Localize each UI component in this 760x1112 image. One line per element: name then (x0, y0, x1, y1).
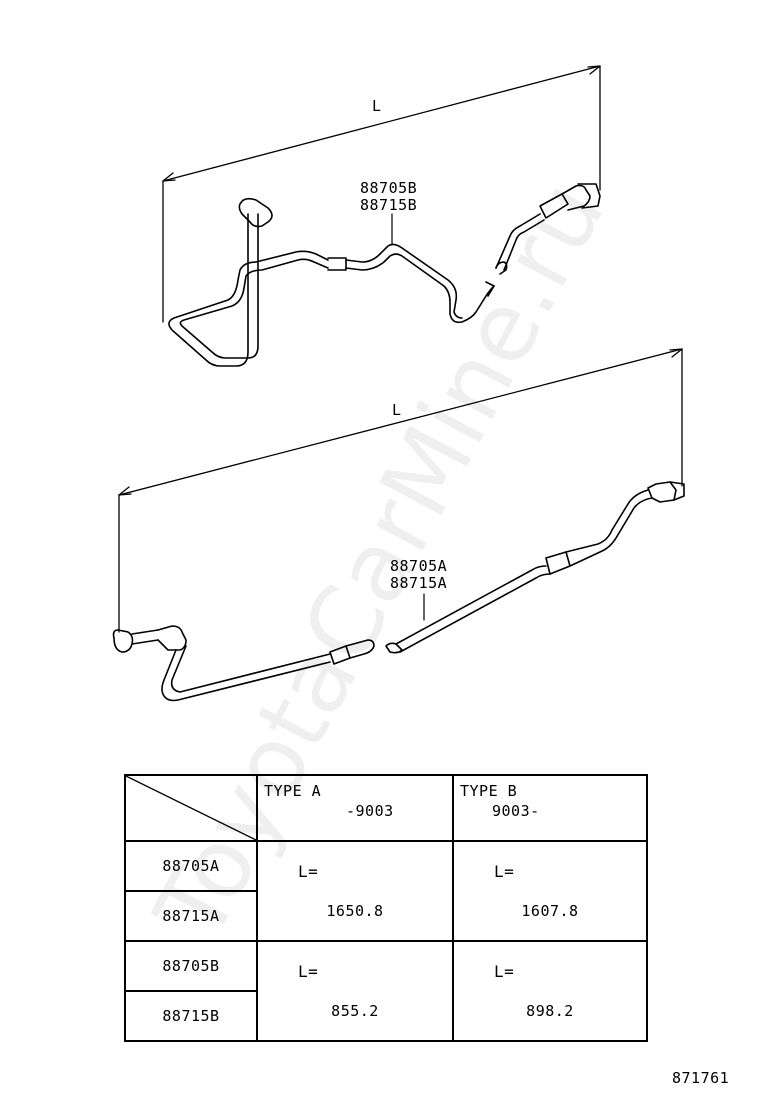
part-number-cell: 88705A (124, 840, 258, 892)
upper-dimension-label: L (372, 97, 382, 115)
type-b-header: TYPE B 9003- (452, 774, 648, 842)
part-number-cell: 88705B (124, 940, 258, 992)
length-value: 1607.8 (521, 902, 579, 920)
lower-assembly-drawing (112, 348, 685, 702)
lower-callout-part-1: 88705A (390, 557, 448, 575)
part-number-cell: 88715A (124, 890, 258, 942)
length-value: 855.2 (331, 1002, 379, 1020)
type-b-range: 9003- (492, 802, 540, 820)
type-b-length-cell: L= 898.2 (452, 940, 648, 1042)
length-value: 1650.8 (326, 902, 384, 920)
part-number: 88705A (162, 857, 220, 875)
upper-assembly-drawing (162, 65, 601, 367)
part-number-cell: 88715B (124, 990, 258, 1042)
length-value: 898.2 (526, 1002, 574, 1020)
lower-callout-part-2: 88715A (390, 574, 448, 592)
type-a-name: TYPE A (264, 782, 322, 800)
type-a-length-cell: L= 1650.8 (256, 840, 454, 942)
length-equation: L= (494, 962, 515, 981)
length-equation: L= (494, 862, 515, 881)
part-number: 88705B (162, 957, 220, 975)
type-a-header: TYPE A -9003 (256, 774, 454, 842)
type-a-length-cell: L= 855.2 (256, 940, 454, 1042)
type-b-name: TYPE B (460, 782, 518, 800)
part-number: 88715A (162, 907, 220, 925)
type-b-length-cell: L= 1607.8 (452, 840, 648, 942)
upper-callout-part-2: 88715B (360, 196, 418, 214)
part-number: 88715B (162, 1007, 220, 1025)
type-a-range: -9003 (346, 802, 394, 820)
upper-callout-part-1: 88705B (360, 179, 418, 197)
length-spec-table: TYPE A -9003 TYPE B 9003- 88705A L= 1650… (124, 774, 648, 1042)
length-equation: L= (298, 862, 319, 881)
diagram-id: 871761 (672, 1069, 730, 1087)
length-equation: L= (298, 962, 319, 981)
table-corner-cell (124, 774, 258, 842)
lower-dimension-label: L (392, 401, 402, 419)
